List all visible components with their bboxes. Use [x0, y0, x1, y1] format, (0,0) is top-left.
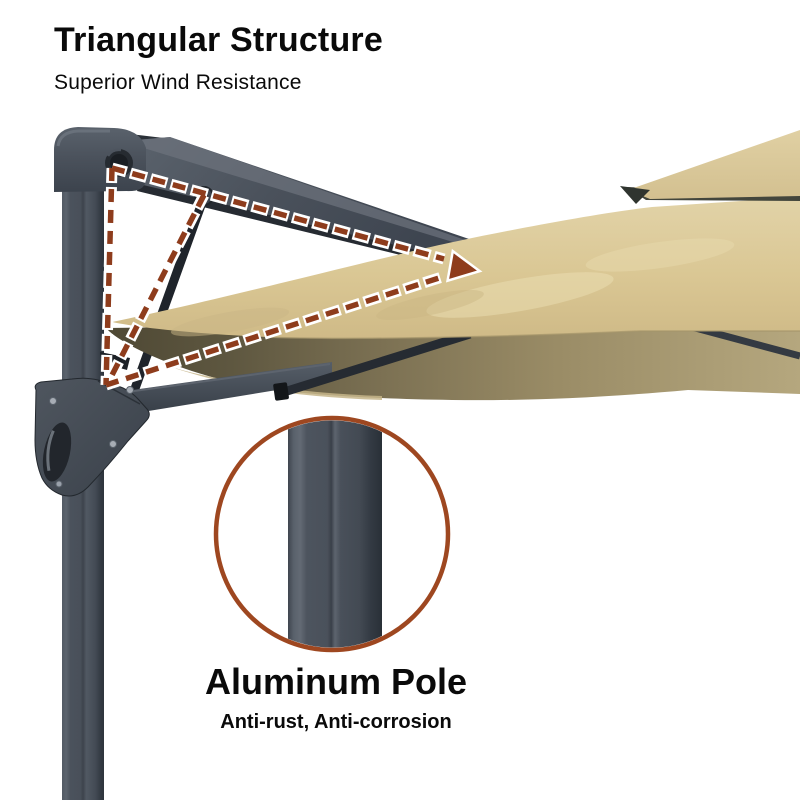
page-subtitle: Superior Wind Resistance: [54, 71, 302, 95]
support-beam: [118, 362, 332, 416]
zoom-circle-icon: [213, 415, 451, 653]
dashed-triangle-annotation: [100, 162, 483, 391]
arrow-right-icon: [445, 248, 483, 283]
pole-callout-title: Aluminum Pole: [204, 661, 468, 702]
feature-header: Triangular Structure Superior Wind Resis…: [54, 21, 383, 95]
pole-callout-subtitle: Anti-rust, Anti-corrosion: [220, 710, 452, 733]
pole-callout: Aluminum Pole Anti-rust, Anti-corrosion: [205, 662, 467, 734]
canopy-underside-highlight: [160, 363, 382, 400]
cantilever-arm: [136, 137, 472, 268]
page-title: Triangular Structure: [54, 21, 383, 59]
canopy-vent: [620, 130, 800, 204]
zoomed-pole: [288, 420, 382, 648]
pole-top-elbow: [54, 127, 146, 192]
handle-bracket: [34, 377, 150, 497]
